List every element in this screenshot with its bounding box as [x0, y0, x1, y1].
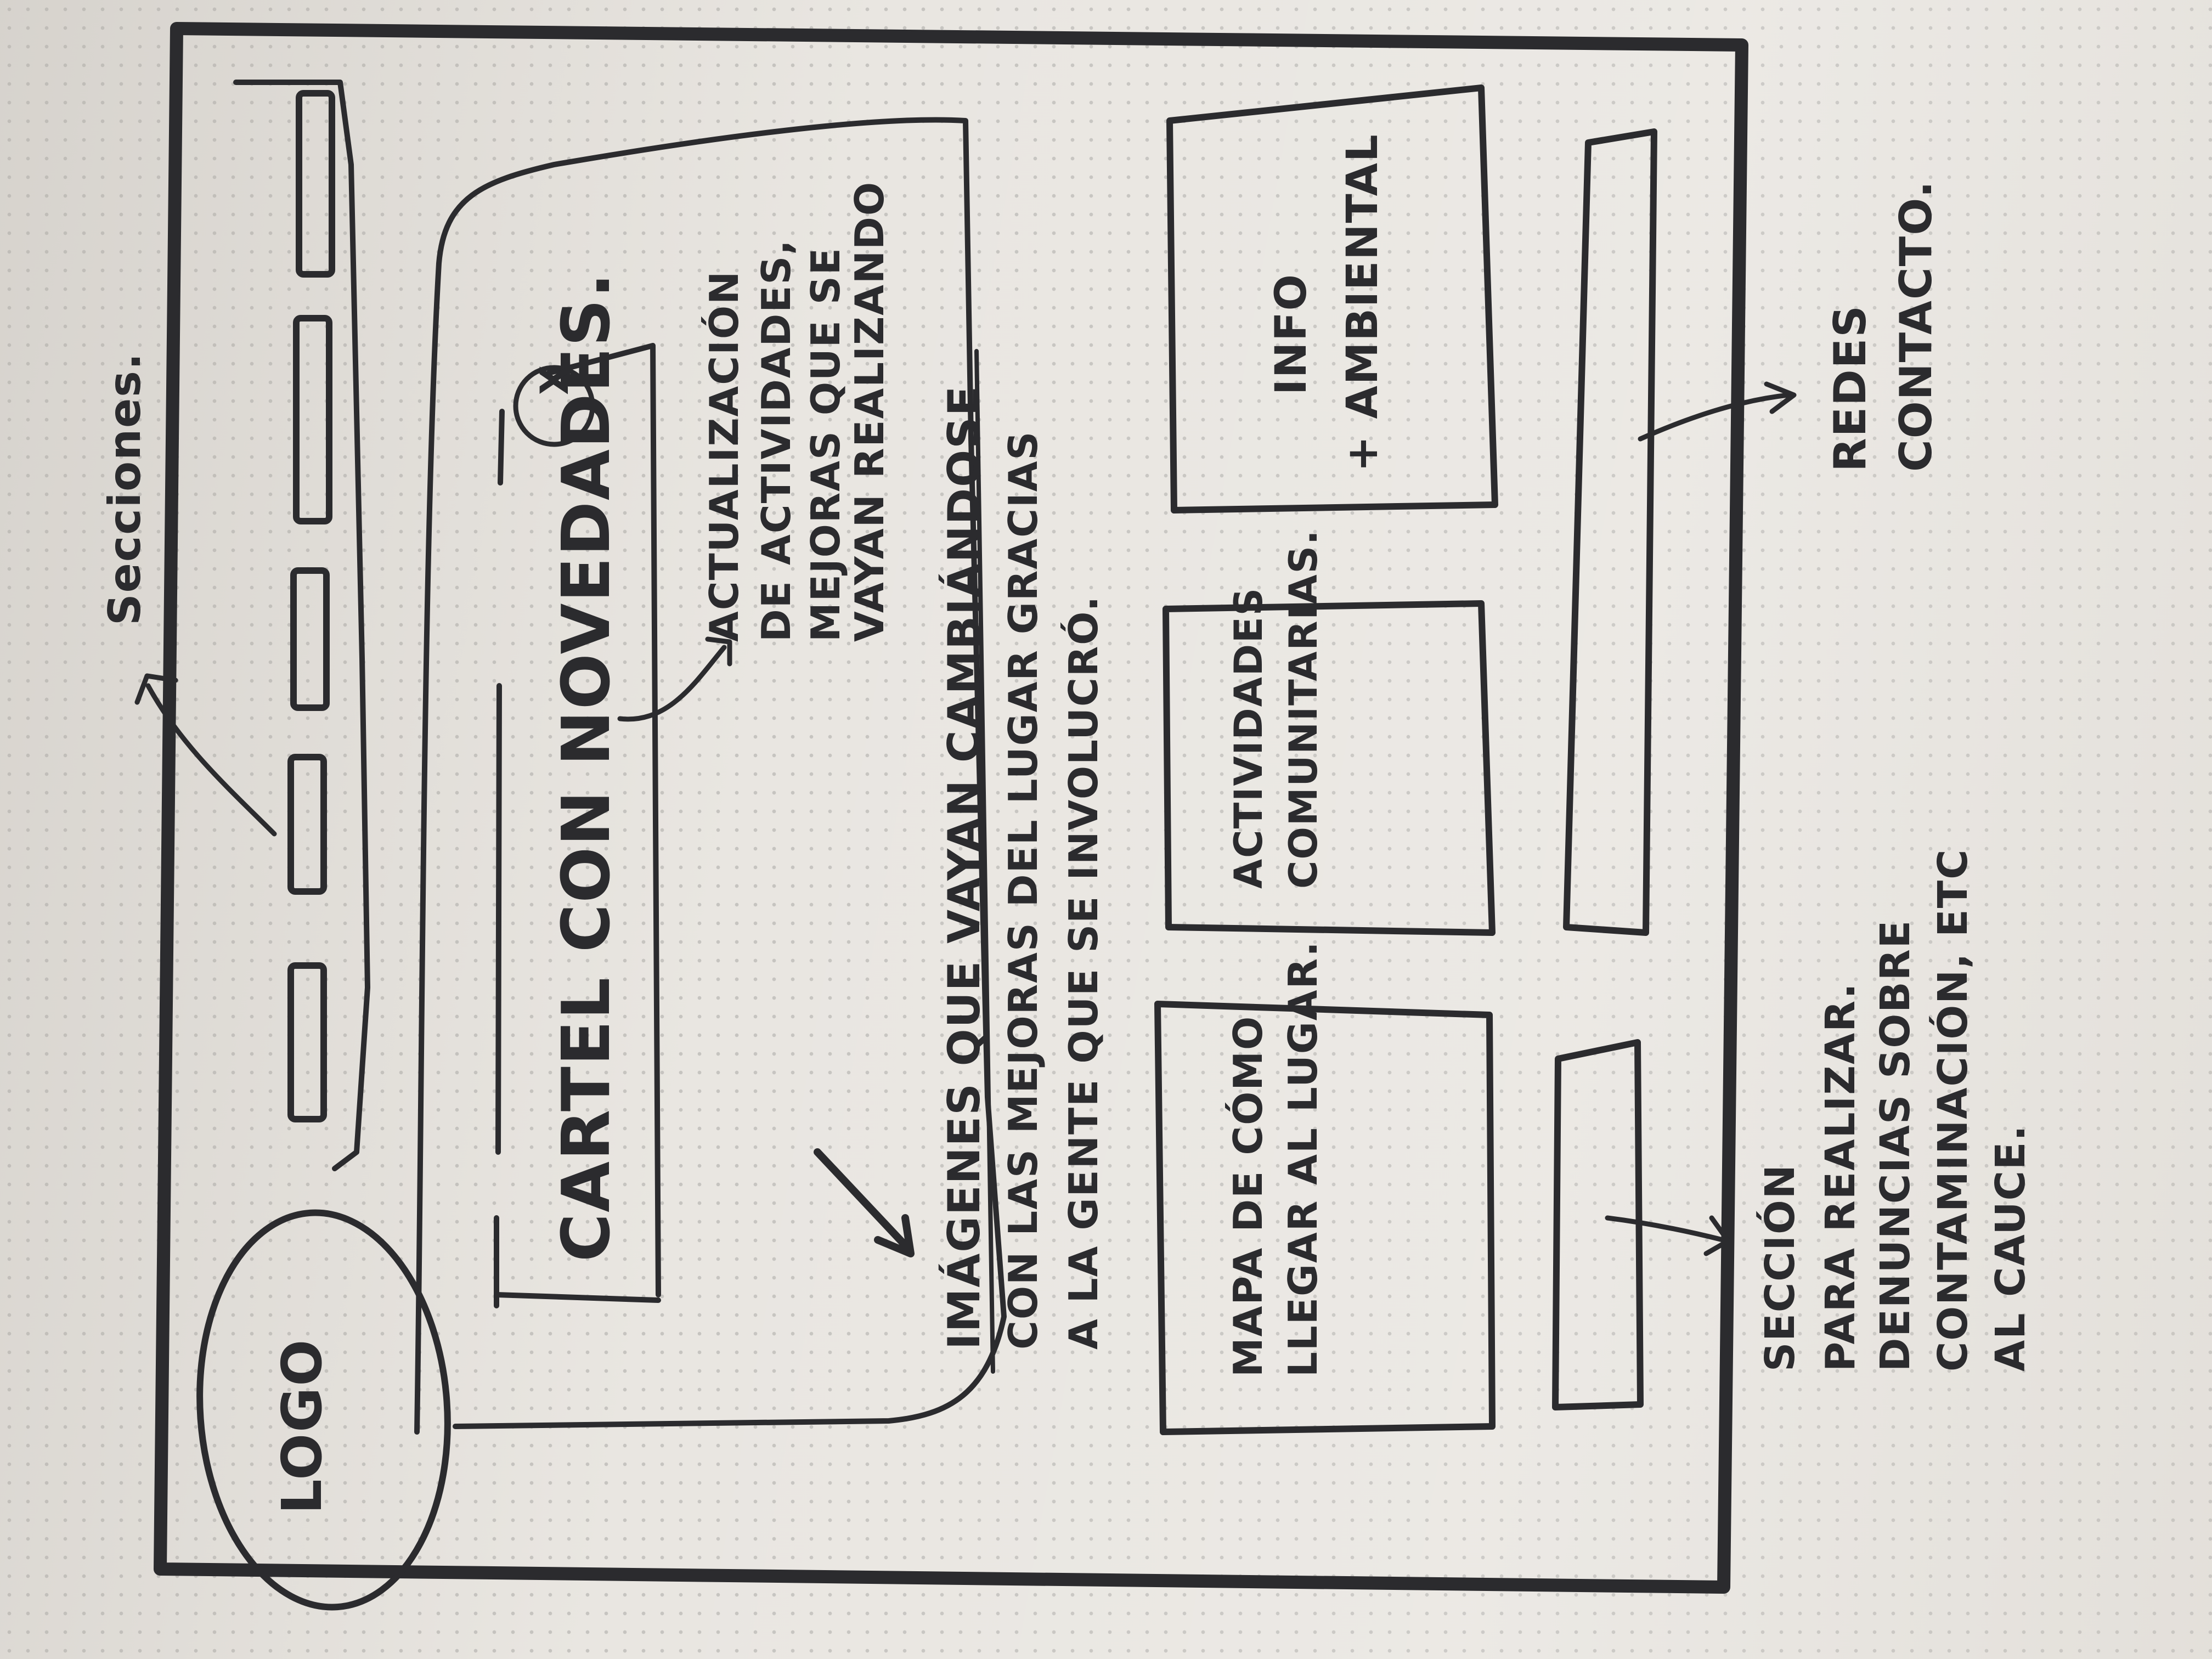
report-bar [1552, 1039, 1644, 1410]
arrow-seccion [1605, 1215, 1731, 1256]
nav-button-4 [287, 754, 327, 895]
announcement-card-right [546, 343, 661, 1297]
announcement-card-left-mid [495, 683, 502, 1155]
announcement-card-left-top [498, 409, 505, 486]
actualizacion-line-1: ACTUALIZACIÓN [701, 270, 747, 642]
nav-button-3 [290, 567, 330, 711]
arrow-redes [1638, 381, 1797, 442]
nav-button-1 [296, 90, 335, 278]
contact-bar [1563, 128, 1657, 936]
page-frame [154, 22, 1748, 1594]
actualizacion-line-4: VAYAN REALIZANDO [847, 181, 893, 642]
logo-outline [196, 1209, 451, 1611]
actualizacion-line-2: DE ACTIVIDADES, [753, 239, 799, 642]
nav-button-2 [293, 315, 332, 524]
info-line-2: + AMBIENTAL [1338, 133, 1387, 472]
seccion-line-4: CONTAMINACIÓN, ETC [1928, 849, 1977, 1372]
seccion-line-1: SECCIÓN [1756, 1164, 1804, 1372]
imagenes-line-2: CON LAS MEJORAS DEL LUGAR GRACIAS [1000, 431, 1046, 1350]
secciones-label: Secciones. [99, 352, 150, 625]
cartel-close-label: X [532, 364, 577, 395]
imagenes-line-3: A LA GENTE QUE SE INVOLUCRÓ. [1060, 595, 1107, 1350]
arrow-imagenes [814, 1148, 915, 1257]
mapa-line-2: LLEGAR AL LUGAR. [1280, 940, 1326, 1377]
info-tile [1166, 84, 1498, 514]
activities-tile [1163, 600, 1496, 936]
seccion-line-3: DENUNCIAS SOBRE [1872, 919, 1919, 1372]
banner-outline [414, 117, 1007, 1435]
close-circle-icon [513, 365, 595, 447]
nav-button-5 [287, 962, 327, 1122]
imagenes-line-1: IMÁGENES QUE VAYAN CAMBIÁNDOSE [938, 385, 990, 1350]
arrow-novedades [617, 636, 732, 722]
actividades-line-2: COMUNITARIAS. [1281, 529, 1326, 889]
redes-line-2: CONTACTO. [1891, 180, 1942, 472]
arrow-secciones [134, 673, 277, 837]
header-bracket [233, 80, 370, 1171]
actividades-line-1: ACTIVIDADES [1226, 587, 1271, 889]
mapa-line-1: MAPA DE CÓMO [1225, 1015, 1271, 1377]
banner-underline [974, 349, 995, 1374]
info-line-1: INFO [1267, 273, 1316, 395]
seccion-line-5: AL CAUCE. [1987, 1124, 2034, 1372]
redes-line-1: REDES [1825, 304, 1876, 472]
announcement-card-bottom [494, 1292, 661, 1303]
seccion-line-2: PARA REALIZAR. [1817, 982, 1864, 1372]
cartel-label: CARTEL CON NOVEDADES. [549, 272, 625, 1262]
logo-label: LOGO [270, 1339, 334, 1514]
actualizacion-line-3: MEJORAS QUE SE [803, 247, 849, 642]
map-tile [1154, 1001, 1496, 1435]
